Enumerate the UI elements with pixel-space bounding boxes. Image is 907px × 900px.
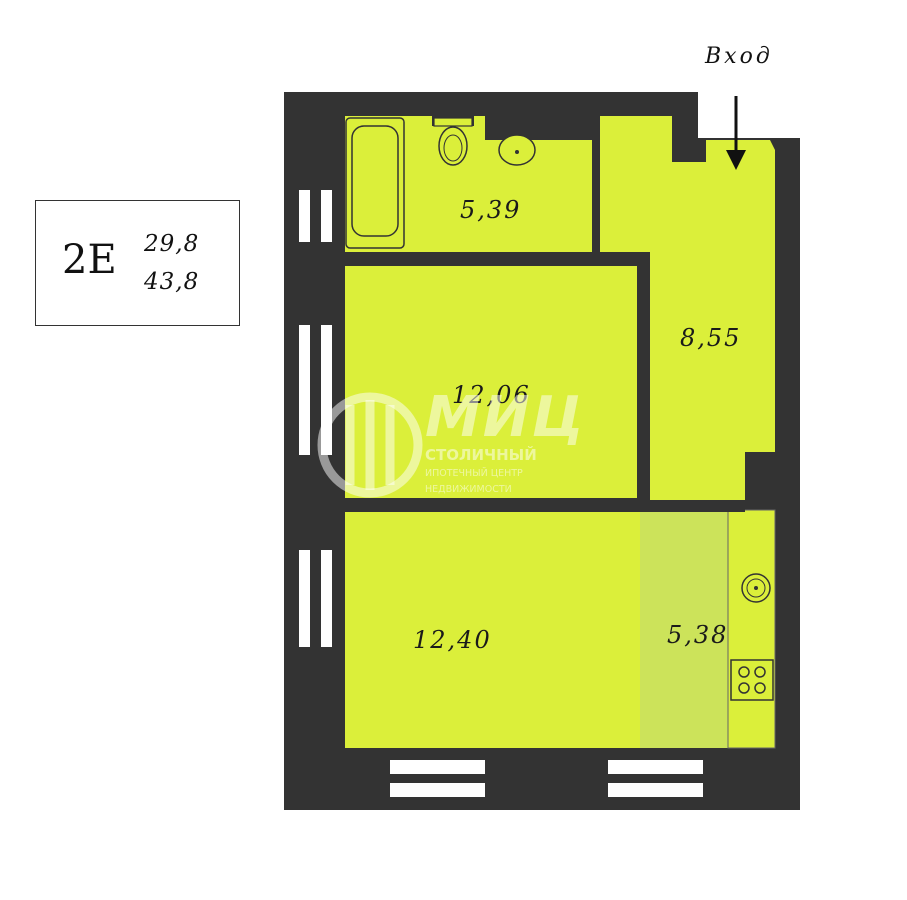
entrance-arrow-icon: [726, 96, 746, 170]
watermark-line3: НЕДВИЖИМОСТИ: [425, 484, 512, 495]
window-left-2b: [321, 325, 332, 455]
stove-icon: [730, 659, 774, 701]
bathroom-area: 5,39: [460, 196, 522, 224]
entrance-label: Вход: [705, 44, 773, 69]
kitchen-counter: [727, 509, 776, 749]
window-bottom-1a: [390, 760, 485, 774]
apartment-info-box: 2E 29,8 43,8: [35, 200, 240, 326]
watermark-line1: СТОЛИЧНЫЙ: [425, 446, 537, 464]
bathtub-icon: [345, 117, 405, 249]
windows: [299, 190, 703, 797]
living-area: 29,8: [144, 231, 200, 257]
hall-area: 8,55: [680, 324, 742, 352]
kitchen-area: 5,38: [667, 621, 729, 649]
window-left-1a: [299, 190, 310, 242]
window-left-3b: [321, 550, 332, 647]
window-bottom-1b: [390, 783, 485, 797]
window-bottom-2a: [608, 760, 703, 774]
window-left-2a: [299, 325, 310, 455]
hall-floor: [600, 116, 775, 500]
sink-icon: [498, 134, 536, 166]
window-bottom-2b: [608, 783, 703, 797]
watermark-line2: ИПОТЕЧНЫЙ ЦЕНТР: [425, 468, 523, 479]
total-area: 43,8: [144, 269, 200, 295]
apartment-code: 2E: [62, 237, 117, 283]
room2-area: 12,40: [413, 626, 492, 654]
window-left-1b: [321, 190, 332, 242]
toilet-icon: [433, 117, 473, 166]
watermark-title: МИЦ: [425, 385, 586, 450]
kitchen-sink-icon: [741, 573, 771, 603]
room2-floor: [345, 512, 640, 748]
window-left-3a: [299, 550, 310, 647]
partitions: [337, 116, 775, 512]
room1-area: 12,06: [452, 381, 531, 409]
watermark-logo-icon: [317, 392, 423, 498]
